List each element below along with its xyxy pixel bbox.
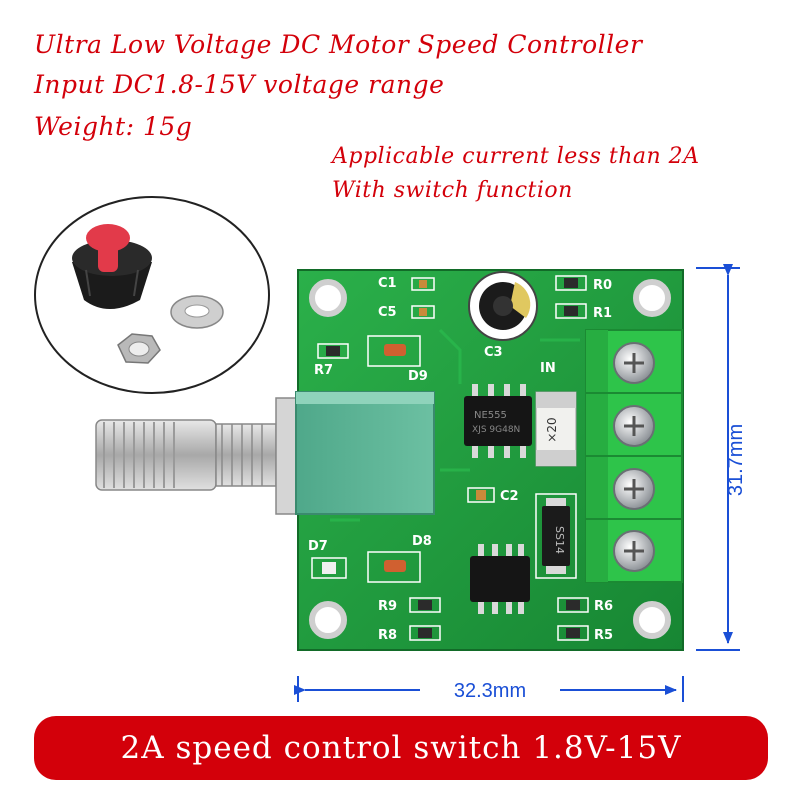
label-d8: D8 [412,534,432,549]
caption-weight: Weight: 15g [34,112,193,141]
knob-inset [34,196,270,394]
ic-ne555: NE555 XJS 9G48N [464,384,532,458]
label-r6: R6 [594,599,613,614]
terminal-screw-shape [613,530,655,572]
diode-ss14: SS14 [535,493,577,579]
ic1-marking-1: NE555 [474,410,507,421]
label-r5: R5 [594,628,613,643]
knob-body-shape [72,262,152,309]
width-label: 32.3mm [454,680,526,702]
terminal-screw-shape [613,405,655,447]
mount-hole-shape [633,279,671,317]
terminal-screw-shape [613,468,655,510]
label-in: IN [540,361,556,376]
fuse-marking: ×20 [545,417,559,442]
terminal-block [585,329,683,583]
fuse-component: ×20 [535,391,577,467]
label-c5: C5 [378,305,397,320]
caption-current: Applicable current less than 2A [332,144,700,169]
mount-hole-shape [309,601,347,639]
terminal-screw-shape [613,342,655,384]
caption-switch: With switch function [332,178,573,203]
label-d9: D9 [408,369,428,384]
mount-hole-shape [309,279,347,317]
dimension-height: 31.7mm [696,264,747,651]
label-c1: C1 [378,276,397,291]
caption-title: Ultra Low Voltage DC Motor Speed Control… [34,30,643,59]
ic-mosfet [470,544,530,614]
mount-hole-shape [633,601,671,639]
diode-marking: SS14 [553,526,566,554]
height-label: 31.7mm [725,424,747,496]
potentiometer [95,391,435,515]
dimension-width: 32.3mm [294,676,684,702]
label-d7: D7 [308,539,328,554]
label-r1: R1 [593,306,612,321]
capacitor-c3 [468,271,538,341]
label-r9: R9 [378,599,397,614]
label-r7: R7 [314,363,333,378]
pot-body-shape [295,391,435,515]
spec-banner: 2A speed control switch 1.8V-15V [34,716,768,780]
ic1-marking-2: XJS 9G48N [472,425,520,435]
label-r8: R8 [378,628,397,643]
caption-input-voltage: Input DC1.8-15V voltage range [34,70,445,99]
label-c2: C2 [500,489,519,504]
label-r0: R0 [593,278,612,293]
label-c3: C3 [484,345,503,360]
